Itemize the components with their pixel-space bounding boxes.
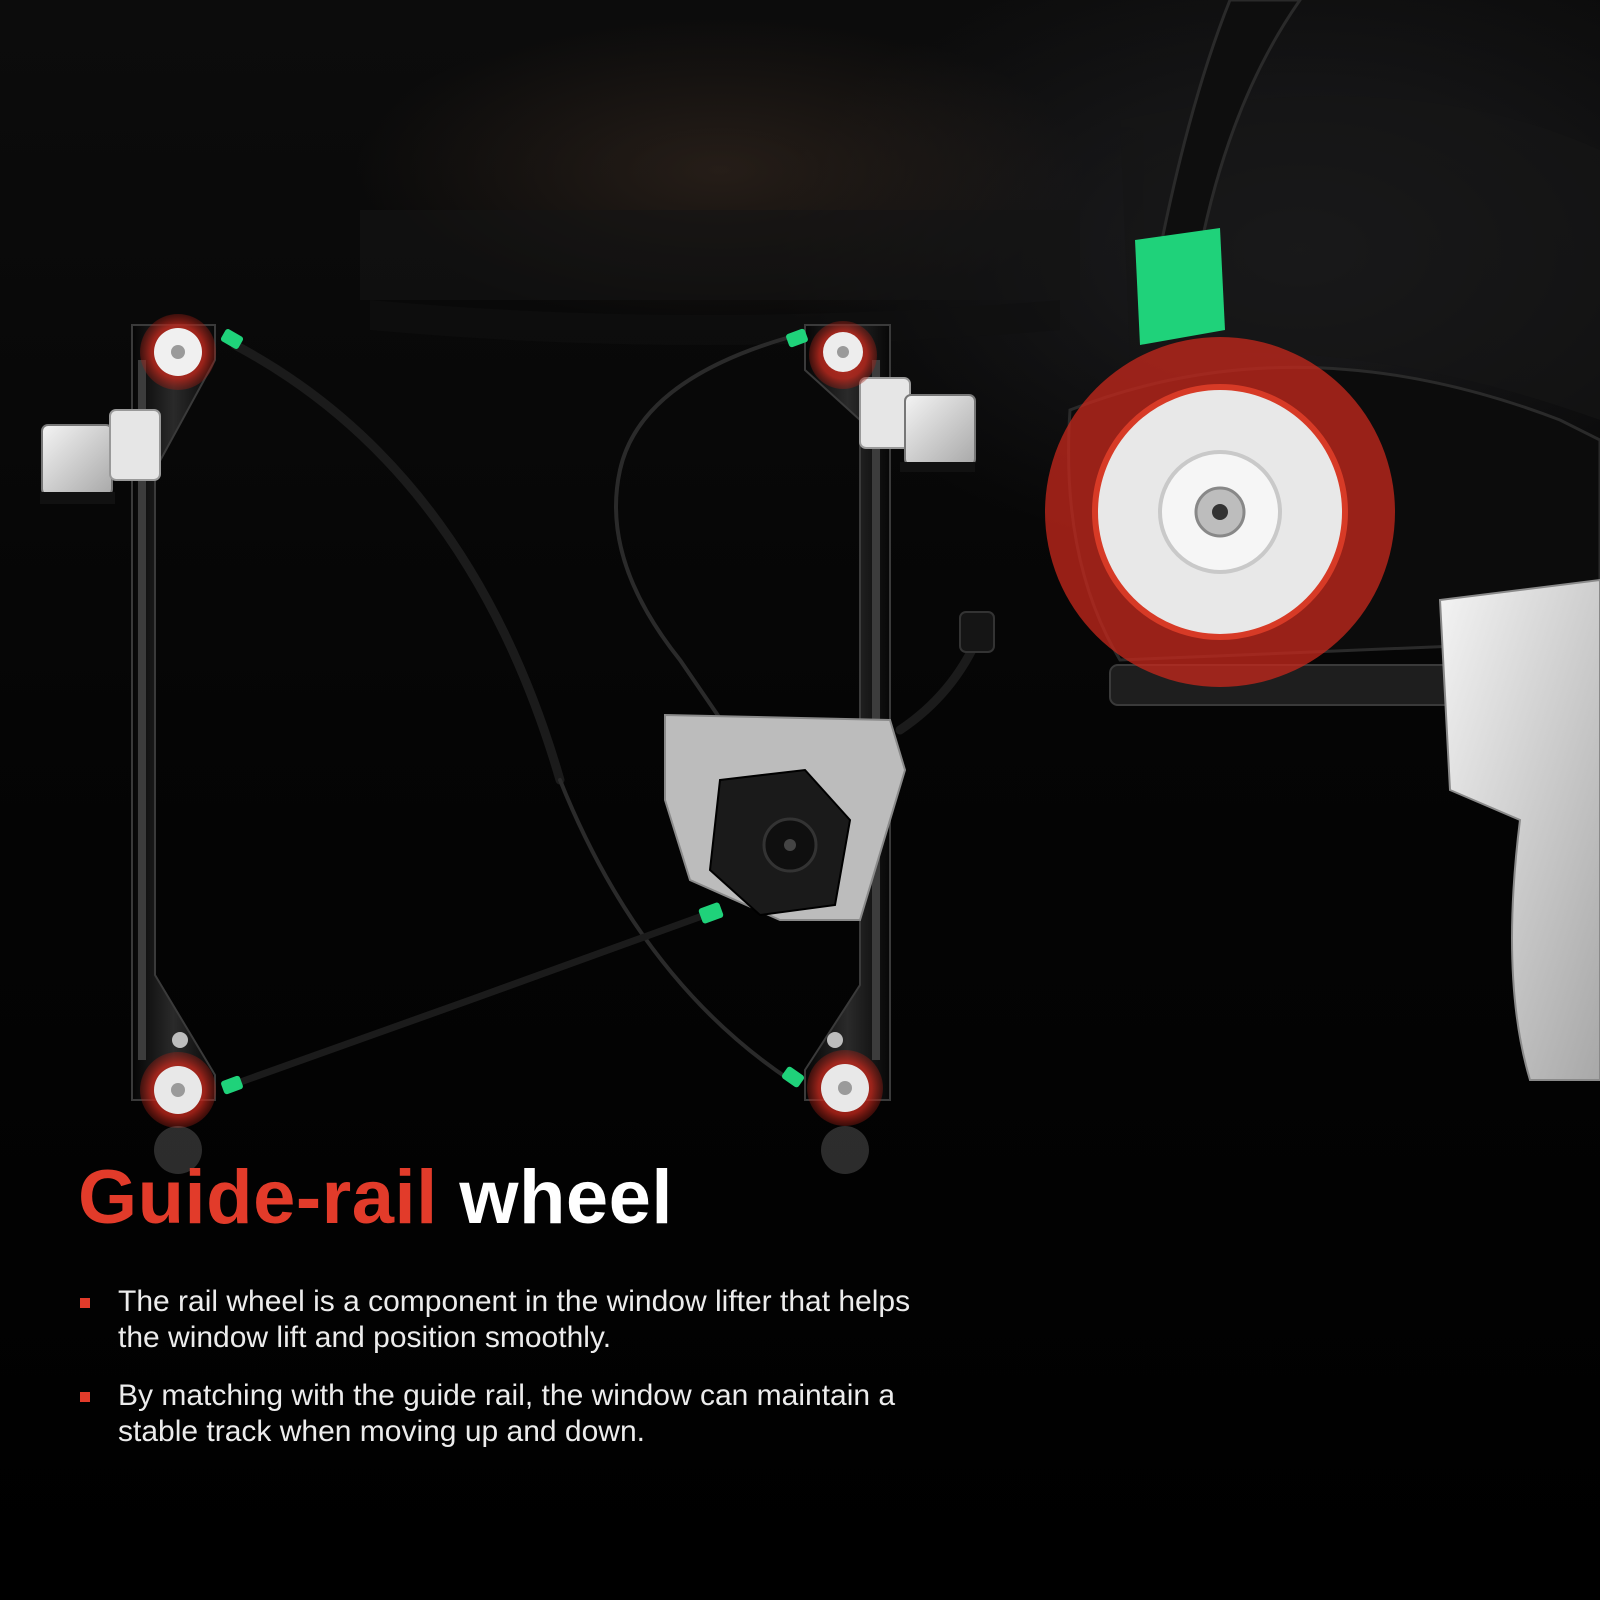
headline-accent: Guide-rail [78, 1155, 438, 1240]
guide-rail-wheel-bottom-left [140, 1052, 216, 1128]
cable-end-icon [221, 1075, 243, 1095]
guide-rail-wheel-top-left [140, 314, 216, 390]
bullet-text: The rail wheel is a component in the win… [118, 1285, 911, 1354]
bullet-text: By matching with the guide rail, the win… [118, 1379, 896, 1448]
feature-bullet-list: The rail wheel is a component in the win… [80, 1284, 960, 1472]
floor-reflection [154, 1126, 869, 1174]
headline: Guide-rail wheel [78, 1160, 673, 1236]
regulator-cables [228, 335, 990, 1089]
guide-rail-wheel-top-right [809, 321, 877, 389]
glass-clip-left [40, 409, 161, 504]
zoom-glass-clip [1438, 578, 1600, 1081]
door-panel-shapes [360, 96, 1600, 420]
headline-rest: wheel [459, 1155, 674, 1240]
square-marker-icon [80, 1298, 90, 1308]
list-item: By matching with the guide rail, the win… [80, 1378, 960, 1450]
cable-end-fittings [220, 328, 808, 1095]
guide-rail-wheel-bottom-right [807, 1050, 883, 1126]
cable-end-icon [698, 902, 724, 924]
glass-clip-right [859, 377, 976, 472]
right-guide-rail [804, 324, 891, 1101]
window-motor [664, 611, 995, 921]
electrical-connector-icon [959, 611, 995, 653]
rail-bolt-icon [172, 1032, 188, 1048]
cable-end-icon [781, 1066, 805, 1088]
wheel-zoom-detail [1045, 0, 1600, 1081]
list-item: The rail wheel is a component in the win… [80, 1284, 960, 1356]
cable-end-icon [786, 328, 808, 348]
rail-bolt-icon [827, 1032, 843, 1048]
cable-end-icon [220, 329, 244, 349]
square-marker-icon [80, 1392, 90, 1402]
zoom-cable-end-icon [1135, 228, 1225, 345]
